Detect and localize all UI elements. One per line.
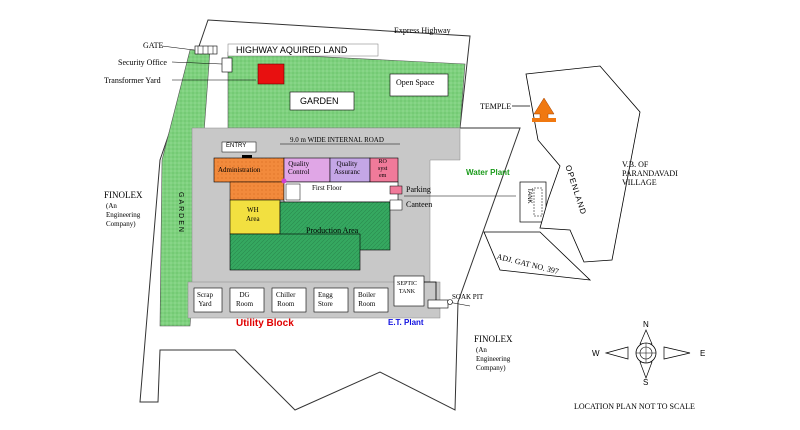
stair-box [285, 183, 301, 201]
security-pointer [171, 61, 223, 65]
chiller-room-label: Chiller Room [276, 291, 296, 308]
finolex-right-sub: (An Engineering Company) [476, 346, 511, 372]
garden-top-label: GARDEN [300, 96, 339, 106]
administration-label: Administration [218, 166, 261, 174]
temple-icon [533, 97, 555, 121]
septic-tank [393, 275, 425, 307]
garden-box [289, 91, 355, 111]
open-land [525, 65, 641, 263]
finolex-left-sub: (An Engineering Company) [106, 202, 141, 228]
dg-room [229, 287, 265, 313]
wh-area-block [229, 199, 281, 235]
et-plant-label: E.T. Plant [388, 318, 424, 327]
finolex-left-label: FINOLEX [104, 190, 143, 200]
septic-tank-label: SEPTIC TANK [397, 281, 418, 295]
scrap-yard-label: Scrap Yard [197, 291, 213, 308]
production-area-lower [229, 233, 361, 271]
compass-w-label: W [592, 349, 600, 358]
chiller-room [271, 287, 307, 313]
ro-system-label: RO syst em [378, 159, 388, 179]
production-area-label: Production Area [306, 226, 359, 235]
dg-room-label: DG Room [236, 291, 254, 308]
scrap-yard-room [193, 287, 223, 313]
tank-label: TANK [526, 188, 532, 204]
compass-s-label: S [643, 378, 649, 387]
entry-box [221, 141, 257, 153]
parking-label: Parking [406, 185, 431, 194]
canteen-label: Canteen [406, 200, 433, 209]
temple-label: TEMPLE [480, 102, 512, 111]
finolex-right-label: FINOLEX [474, 334, 513, 344]
compass-n-label: N [643, 320, 649, 329]
highway-land-label: HIGHWAY AQUIRED LAND [236, 45, 348, 55]
tank-box [519, 181, 547, 223]
tank-inner [533, 187, 543, 217]
gate-label: GATE [143, 41, 164, 50]
drain-pipe [424, 281, 437, 300]
compass-e-label: E [700, 349, 706, 358]
first-floor-label: First Floor [312, 184, 342, 192]
security-office [221, 57, 233, 73]
wh-area-label: WH Area [246, 206, 260, 223]
quality-control-label: Quality Control [288, 160, 310, 176]
administration-block [213, 157, 285, 183]
engg-store-label: Engg Store [318, 291, 333, 308]
highway-acquired-land [227, 43, 379, 57]
water-plant-label: Water Plant [466, 168, 510, 177]
entry-label: ENTRY [226, 143, 247, 149]
utility-block-label: Utility Block [236, 318, 294, 329]
quality-assurance-block [329, 157, 371, 183]
soak-pit-marker [447, 299, 453, 305]
soak-pit-label: SOAK PIT [452, 293, 484, 301]
gate-pointer [161, 45, 195, 51]
compass-icon [604, 329, 691, 379]
transformer-yard-label: Transformer Yard [104, 76, 161, 85]
internal-road-label: 9.0 m WIDE INTERNAL ROAD [290, 136, 384, 144]
entrance-dot [281, 178, 287, 184]
engg-store-room [313, 287, 349, 313]
boiler-room-label: Boiler Room [358, 291, 376, 308]
boiler-room [353, 287, 389, 313]
entry-marker [242, 155, 252, 159]
ro-system-block [369, 157, 399, 183]
location-plan-label: LOCATION PLAN NOT TO SCALE [574, 402, 695, 411]
admin-lower [229, 181, 285, 201]
temple-base [532, 118, 556, 122]
vb-village-label: V.B. OF PARANDAVADI VILLAGE [622, 160, 678, 187]
express-highway-label: Express Highway [394, 26, 451, 35]
security-office-label: Security Office [118, 58, 167, 67]
parking-box [389, 185, 403, 195]
quality-assurance-label: Quality Assuranc [334, 160, 361, 176]
open-space-label: Open Space [396, 78, 435, 87]
canteen-box [389, 199, 403, 211]
open-space-box [389, 73, 449, 97]
garden-left-label: GARDEN [177, 192, 184, 234]
adj-gat-strip [483, 231, 592, 281]
gate-structure [194, 45, 218, 55]
transformer-yard [257, 63, 285, 85]
et-plant-box [427, 299, 449, 309]
